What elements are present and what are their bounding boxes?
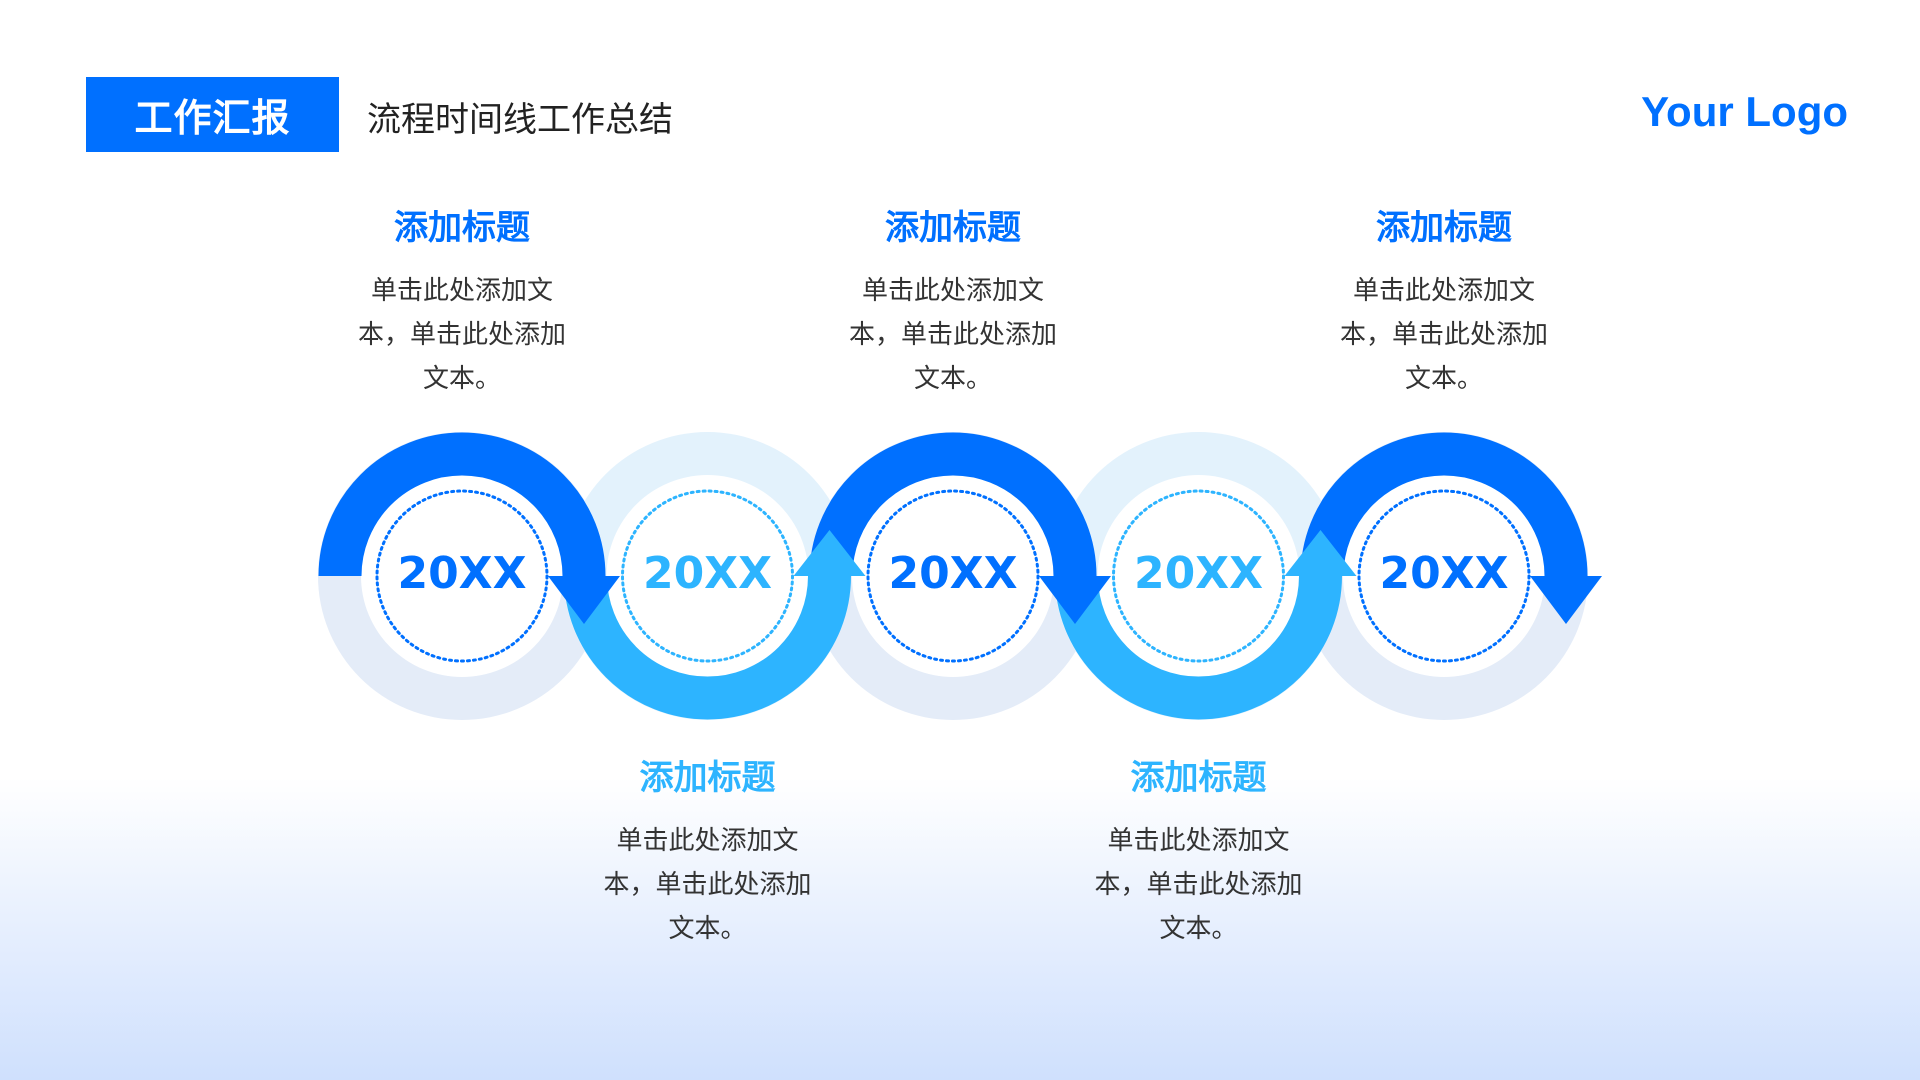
item-body-line: 单击此处添加文 bbox=[616, 826, 799, 856]
dotted-ring bbox=[375, 489, 549, 663]
year-label: 20XX bbox=[642, 548, 773, 599]
arc-arrow-band bbox=[1300, 432, 1588, 577]
year-label: 20XX bbox=[397, 548, 527, 599]
timeline-text-block: 添加标题单击此处添加文本，单击此处添加文本。 bbox=[332, 200, 592, 401]
item-body-line: 本，单击此处添加 bbox=[1094, 870, 1303, 900]
item-body-line: 单击此处添加文 bbox=[370, 276, 553, 306]
arc-arrow-band bbox=[564, 575, 851, 720]
item-body-line: 单击此处添加文 bbox=[861, 276, 1044, 306]
item-body-line: 单击此处添加文 bbox=[1107, 826, 1290, 856]
timeline-text-block: 添加标题单击此处添加文本，单击此处添加文本。 bbox=[578, 750, 838, 951]
arc-arrow-band bbox=[809, 432, 1097, 577]
arrow-down-icon bbox=[548, 576, 620, 624]
inner-disc bbox=[361, 475, 563, 677]
timeline-text-block: 添加标题单击此处添加文本，单击此处添加文本。 bbox=[1314, 200, 1574, 401]
item-body-line: 文本。 bbox=[1159, 914, 1238, 944]
item-title: 添加标题 bbox=[1130, 758, 1267, 798]
item-body-line: 本，单击此处添加 bbox=[357, 320, 566, 350]
item-title: 添加标题 bbox=[394, 208, 530, 248]
item-body-line: 本，单击此处添加 bbox=[848, 320, 1057, 350]
arrow-down-icon bbox=[1039, 576, 1111, 624]
dotted-ring bbox=[1112, 489, 1285, 663]
section-tag: 工作汇报 bbox=[86, 77, 339, 152]
item-body-line: 本，单击此处添加 bbox=[1339, 320, 1548, 350]
item-body-line: 文本。 bbox=[913, 364, 992, 394]
arc-arrow-band bbox=[318, 432, 606, 577]
dotted-ring bbox=[1357, 489, 1531, 663]
logo: Your Logo bbox=[1641, 88, 1848, 135]
item-title: 添加标题 bbox=[1376, 208, 1512, 248]
year-label: 20XX bbox=[1379, 548, 1509, 599]
arc-arrow-band bbox=[1055, 575, 1342, 720]
item-title: 添加标题 bbox=[639, 758, 776, 798]
dotted-ring bbox=[866, 489, 1040, 663]
year-label: 20XX bbox=[1133, 548, 1264, 599]
page-subtitle: 流程时间线工作总结 bbox=[367, 100, 673, 140]
item-body-line: 文本。 bbox=[1404, 364, 1483, 394]
item-body-line: 文本。 bbox=[422, 364, 501, 394]
timeline-text-block: 添加标题单击此处添加文本，单击此处添加文本。 bbox=[823, 200, 1083, 401]
item-body-line: 单击此处添加文 bbox=[1352, 276, 1535, 306]
dotted-ring bbox=[621, 489, 794, 663]
inner-disc bbox=[1343, 475, 1545, 677]
item-body-line: 文本。 bbox=[668, 914, 747, 944]
inner-disc bbox=[852, 475, 1054, 677]
item-body-line: 本，单击此处添加 bbox=[603, 870, 812, 900]
timeline-text-block: 添加标题单击此处添加文本，单击此处添加文本。 bbox=[1069, 750, 1329, 951]
arrow-up-icon bbox=[793, 530, 866, 576]
inner-disc bbox=[1097, 475, 1300, 677]
inner-disc bbox=[606, 475, 809, 677]
year-label: 20XX bbox=[888, 548, 1018, 599]
arrow-down-icon bbox=[1530, 576, 1602, 624]
item-title: 添加标题 bbox=[885, 208, 1021, 248]
arrow-up-icon bbox=[1284, 530, 1357, 576]
